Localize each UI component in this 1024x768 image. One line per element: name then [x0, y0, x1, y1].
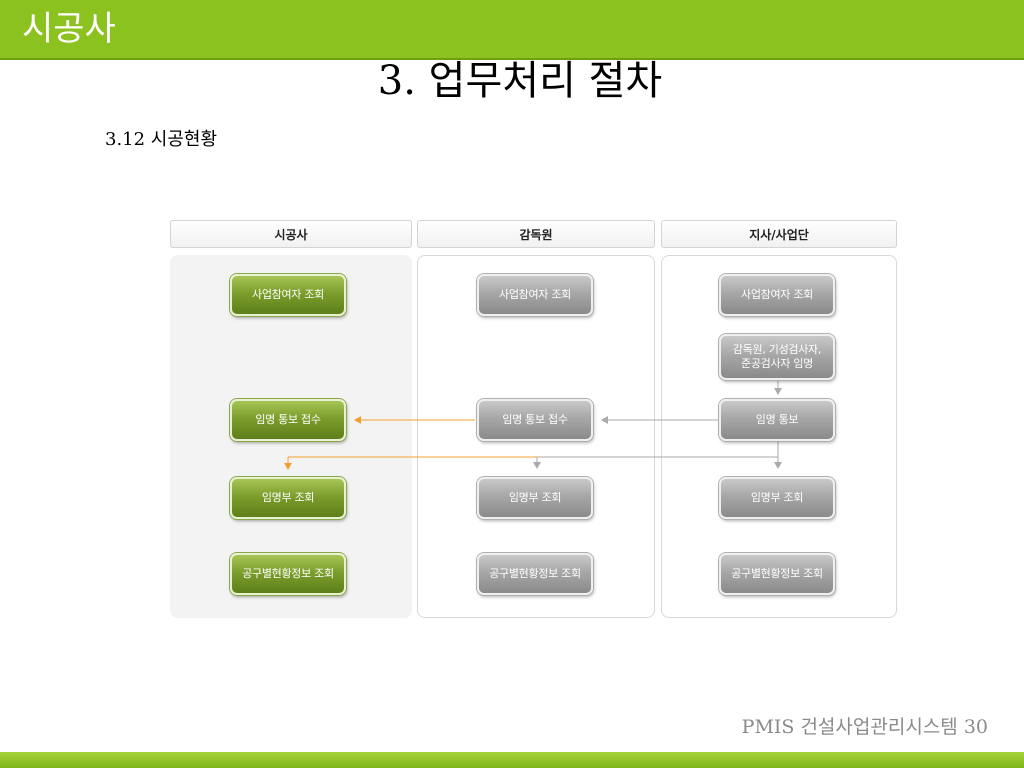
contractor-appointment-receipt[interactable]: 임명 통보 접수 — [230, 399, 346, 441]
supervisor-appointment-receipt[interactable]: 임명 통보 접수 — [477, 399, 593, 441]
branch-participant-query[interactable]: 사업참여자 조회 — [719, 274, 835, 316]
contractor-section-status-query[interactable]: 공구별현황정보 조회 — [230, 553, 346, 595]
supervisor-section-status-query[interactable]: 공구별현황정보 조회 — [477, 553, 593, 595]
section-label: 시공사 — [22, 9, 116, 49]
lane-header-branch: 지사/사업단 — [661, 220, 897, 248]
section-subtitle: 3.12 시공현황 — [105, 129, 218, 150]
lane-header-supervisor: 감독원 — [417, 220, 655, 248]
supervisor-register-query[interactable]: 임명부 조회 — [477, 477, 593, 519]
branch-appoint-line2: 준공검사자 임명 — [741, 357, 813, 370]
lane-header-contractor: 시공사 — [170, 220, 412, 248]
top-banner — [0, 0, 1024, 58]
page-title: 3. 업무처리 절차 — [377, 58, 663, 104]
branch-section-status-query[interactable]: 공구별현황정보 조회 — [719, 553, 835, 595]
supervisor-participant-query[interactable]: 사업참여자 조회 — [477, 274, 593, 316]
branch-appointment-notice[interactable]: 임명 통보 — [719, 399, 835, 441]
contractor-register-query[interactable]: 임명부 조회 — [230, 477, 346, 519]
footer-system-name: PMIS 건설사업관리시스템 30 — [741, 716, 988, 738]
branch-appoint-line1: 감독원, 기성검사자, — [732, 343, 822, 356]
contractor-participant-query[interactable]: 사업참여자 조회 — [230, 274, 346, 316]
branch-register-query[interactable]: 임명부 조회 — [719, 477, 835, 519]
top-banner-divider — [0, 58, 1024, 60]
branch-appoint-inspectors[interactable]: 감독원, 기성검사자, 준공검사자 임명 — [719, 334, 835, 380]
bottom-banner — [0, 752, 1024, 768]
